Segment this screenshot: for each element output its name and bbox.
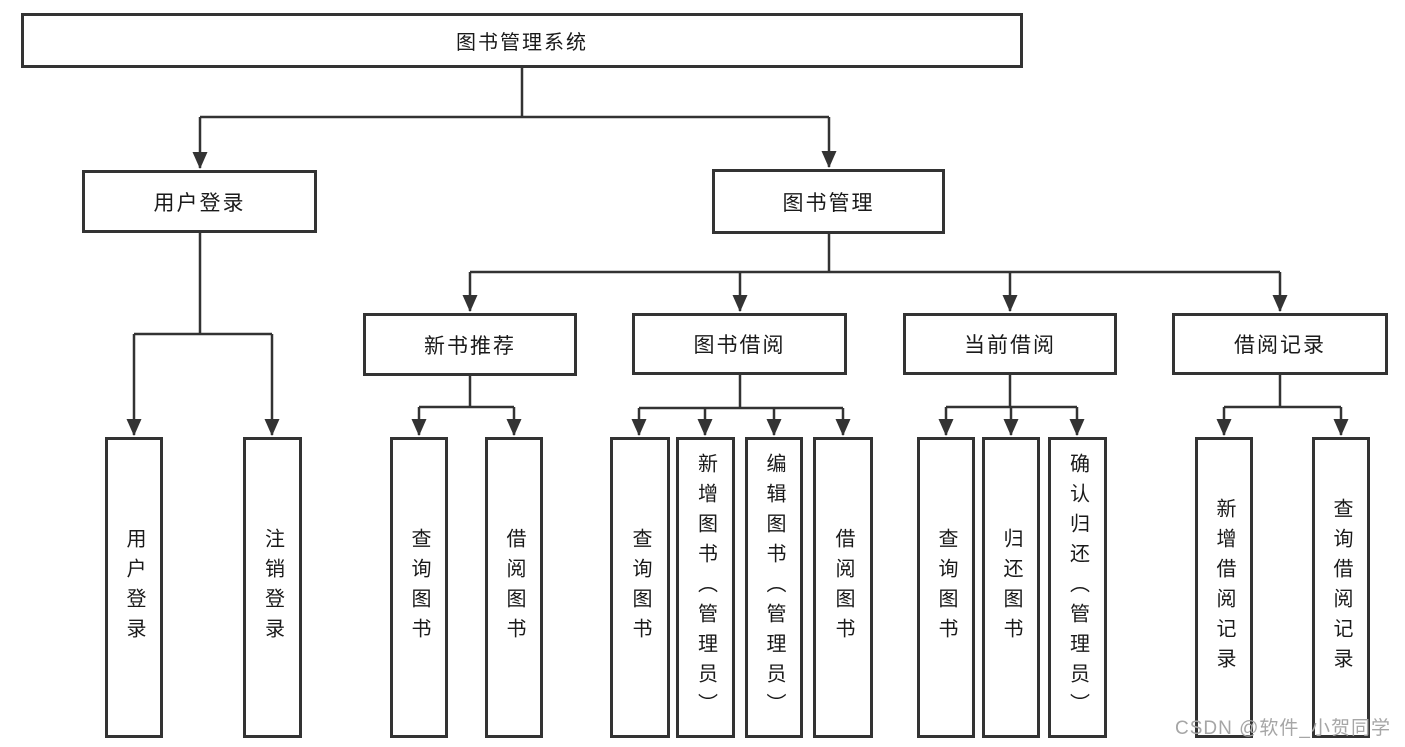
- node-label: 借阅记录: [1234, 334, 1326, 357]
- leaf-user-login: 用户登录: [105, 437, 163, 738]
- leaf-cb-confirm-return-admin: 确认归还（管理员）: [1048, 437, 1107, 738]
- leaf-nb-query-books: 查询图书: [390, 437, 448, 738]
- leaf-br-query-record: 查询借阅记录: [1312, 437, 1370, 738]
- leaf-cb-query-books: 查询图书: [917, 437, 975, 738]
- leaf-label: 借阅图书: [503, 527, 525, 648]
- edges-book-management: [462, 234, 1288, 312]
- node-label: 图书借阅: [693, 334, 786, 357]
- leaf-bb-add-books-admin: 新增图书（管理员）: [676, 437, 735, 738]
- edges-root-to-level2: [192, 68, 837, 169]
- leaf-label: 归还图书: [1000, 527, 1022, 648]
- edges-new-book-recommend: [411, 376, 522, 436]
- node-book-management: 图书管理: [712, 169, 945, 234]
- node-user-login: 用户登录: [82, 170, 317, 233]
- leaf-logout: 注销登录: [243, 437, 302, 738]
- edges-current-borrow: [938, 375, 1085, 436]
- leaf-label: 编辑图书（管理员）: [763, 452, 785, 723]
- leaf-label: 查询图书: [935, 527, 957, 648]
- leaf-br-add-record: 新增借阅记录: [1195, 437, 1253, 738]
- node-label: 当前借阅: [964, 334, 1056, 357]
- edges-borrow-records: [1216, 375, 1349, 436]
- node-current-borrow: 当前借阅: [903, 313, 1117, 375]
- leaf-label: 查询图书: [629, 527, 651, 648]
- leaf-label: 新增图书（管理员）: [694, 452, 717, 723]
- node-new-book-recommend: 新书推荐: [363, 313, 577, 376]
- edges-user-login: [126, 233, 280, 436]
- node-borrow-records: 借阅记录: [1172, 313, 1388, 375]
- leaf-label: 查询借阅记录: [1330, 497, 1352, 678]
- watermark: CSDN @软件_小贺同学: [1175, 718, 1391, 739]
- leaf-label: 借阅图书: [832, 527, 854, 648]
- leaf-bb-borrow-books: 借阅图书: [813, 437, 873, 738]
- node-library-system: 图书管理系统: [21, 13, 1023, 68]
- leaf-bb-query-books: 查询图书: [610, 437, 670, 738]
- leaf-label: 新增借阅记录: [1213, 497, 1235, 678]
- leaf-label: 确认归还（管理员）: [1066, 452, 1089, 723]
- edges-book-borrow: [631, 375, 851, 436]
- node-label: 用户登录: [153, 191, 246, 215]
- node-label: 图书管理: [782, 191, 875, 215]
- node-label: 新书推荐: [424, 334, 516, 358]
- leaf-bb-edit-books-admin: 编辑图书（管理员）: [745, 437, 803, 738]
- leaf-nb-borrow-books: 借阅图书: [485, 437, 543, 738]
- leaf-label: 查询图书: [408, 527, 430, 648]
- node-label: 图书管理系统: [456, 32, 588, 54]
- leaf-label: 用户登录: [123, 527, 145, 648]
- node-book-borrow: 图书借阅: [632, 313, 847, 375]
- leaf-cb-return-books: 归还图书: [982, 437, 1040, 738]
- leaf-label: 注销登录: [261, 527, 284, 648]
